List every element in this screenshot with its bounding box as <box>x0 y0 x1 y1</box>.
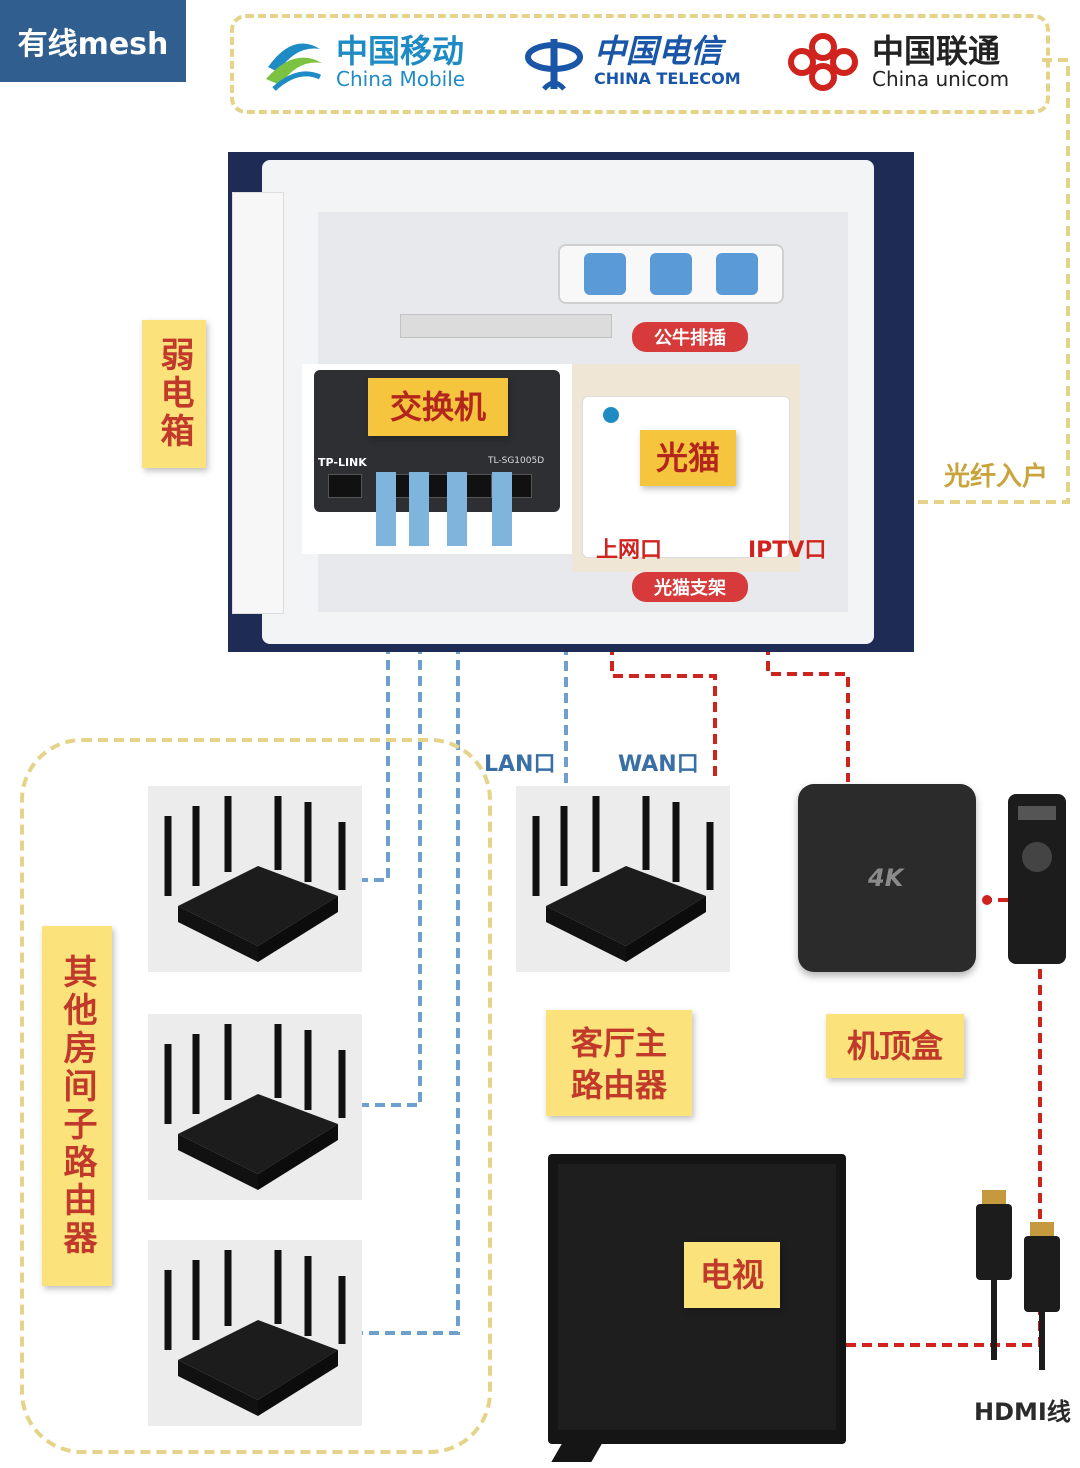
fiber-line <box>770 58 1070 504</box>
sub-router-1 <box>148 786 362 972</box>
china-unicom-logo-icon <box>788 33 858 91</box>
switch-brand: TP-LINK <box>318 456 367 469</box>
isp-en: China unicom <box>872 67 1010 91</box>
socket-icon <box>650 253 692 295</box>
settop-label: 机顶盒 <box>826 1014 964 1078</box>
ethernet-line-sub3 <box>362 548 460 1335</box>
sub-router-2 <box>148 1014 362 1200</box>
hdmi-plug-icon <box>976 1190 1012 1280</box>
tv-label: 电视 <box>684 1242 780 1308</box>
china-mobile-logo-icon <box>266 43 322 91</box>
remote-endpoint <box>982 895 992 905</box>
hdmi-label: HDMI线 <box>974 1398 1071 1426</box>
ethernet-line-sub2 <box>362 548 422 1107</box>
isp-china-telecom: 中国电信 CHINA TELECOM <box>518 22 741 102</box>
ethernet-plug <box>492 472 512 546</box>
fiber-label: 光纤入户 <box>944 462 1049 492</box>
remote-dpad-icon <box>1022 842 1052 872</box>
switch-port <box>328 474 362 498</box>
isp-china-mobile: 中国移动 China Mobile <box>258 22 465 102</box>
switch-model: TL-SG1005D <box>488 456 545 466</box>
page-title: 有线mesh <box>0 0 186 82</box>
cabinet-photo: 公牛排插 TP-LINK TL-SG1005D 交换机 光猫 上网口 IPTV口… <box>228 152 914 652</box>
china-mobile-logo-icon <box>603 407 619 423</box>
sub-routers-frame <box>20 738 492 1454</box>
hdmi-plug-icon <box>1024 1222 1060 1312</box>
hdmi-connector-icon <box>1030 1222 1054 1236</box>
sub-router-3 <box>148 1240 362 1426</box>
lan-port-label: LAN口 <box>484 752 556 777</box>
isp-en: China Mobile <box>336 67 466 91</box>
main-router <box>516 786 730 972</box>
isp-zh: 中国联通 <box>872 32 1001 70</box>
settop-badge: 4K <box>868 864 904 892</box>
modem-label: 光猫 <box>640 430 736 486</box>
main-router-label: 客厅主 路由器 <box>546 1010 692 1116</box>
isp-china-unicom: 中国联通 China unicom <box>780 22 1009 102</box>
hdmi-connector-icon <box>982 1190 1006 1204</box>
china-telecom-logo-icon <box>525 39 583 91</box>
router-icon <box>164 796 346 962</box>
television <box>548 1154 846 1444</box>
isp-zh: 中国移动 <box>336 32 465 70</box>
hdmi-cable <box>991 1280 1045 1370</box>
cabinet-door <box>232 192 284 614</box>
internet-port-label: 上网口 <box>596 538 663 563</box>
router-icon <box>164 1024 346 1190</box>
power-strip <box>558 244 784 304</box>
ethernet-plug <box>409 472 429 546</box>
wan-port-label: WAN口 <box>618 752 699 777</box>
sub-routers-label: 其他房间子路由器 <box>42 926 112 1286</box>
switch-label: 交换机 <box>368 378 508 436</box>
router-icon <box>164 1250 346 1416</box>
socket-icon <box>716 253 758 295</box>
isp-zh: 中国电信 <box>594 32 723 70</box>
power-strip-label: 公牛排插 <box>632 322 748 352</box>
iptv-port-label: IPTV口 <box>748 538 827 563</box>
remote-buttons-icon <box>1018 806 1056 820</box>
set-top-box: 4K <box>798 784 976 972</box>
remote-control <box>1008 794 1066 964</box>
ethernet-plug <box>447 472 467 546</box>
cabinet-label: 弱电箱 <box>142 320 206 468</box>
ethernet-plug <box>376 472 396 546</box>
socket-icon <box>584 253 626 295</box>
mounting-rail <box>400 314 612 338</box>
modem-stand-label: 光猫支架 <box>632 572 748 602</box>
isp-frame <box>230 14 1050 114</box>
isp-en: CHINA TELECOM <box>594 69 741 88</box>
router-icon <box>532 796 714 962</box>
